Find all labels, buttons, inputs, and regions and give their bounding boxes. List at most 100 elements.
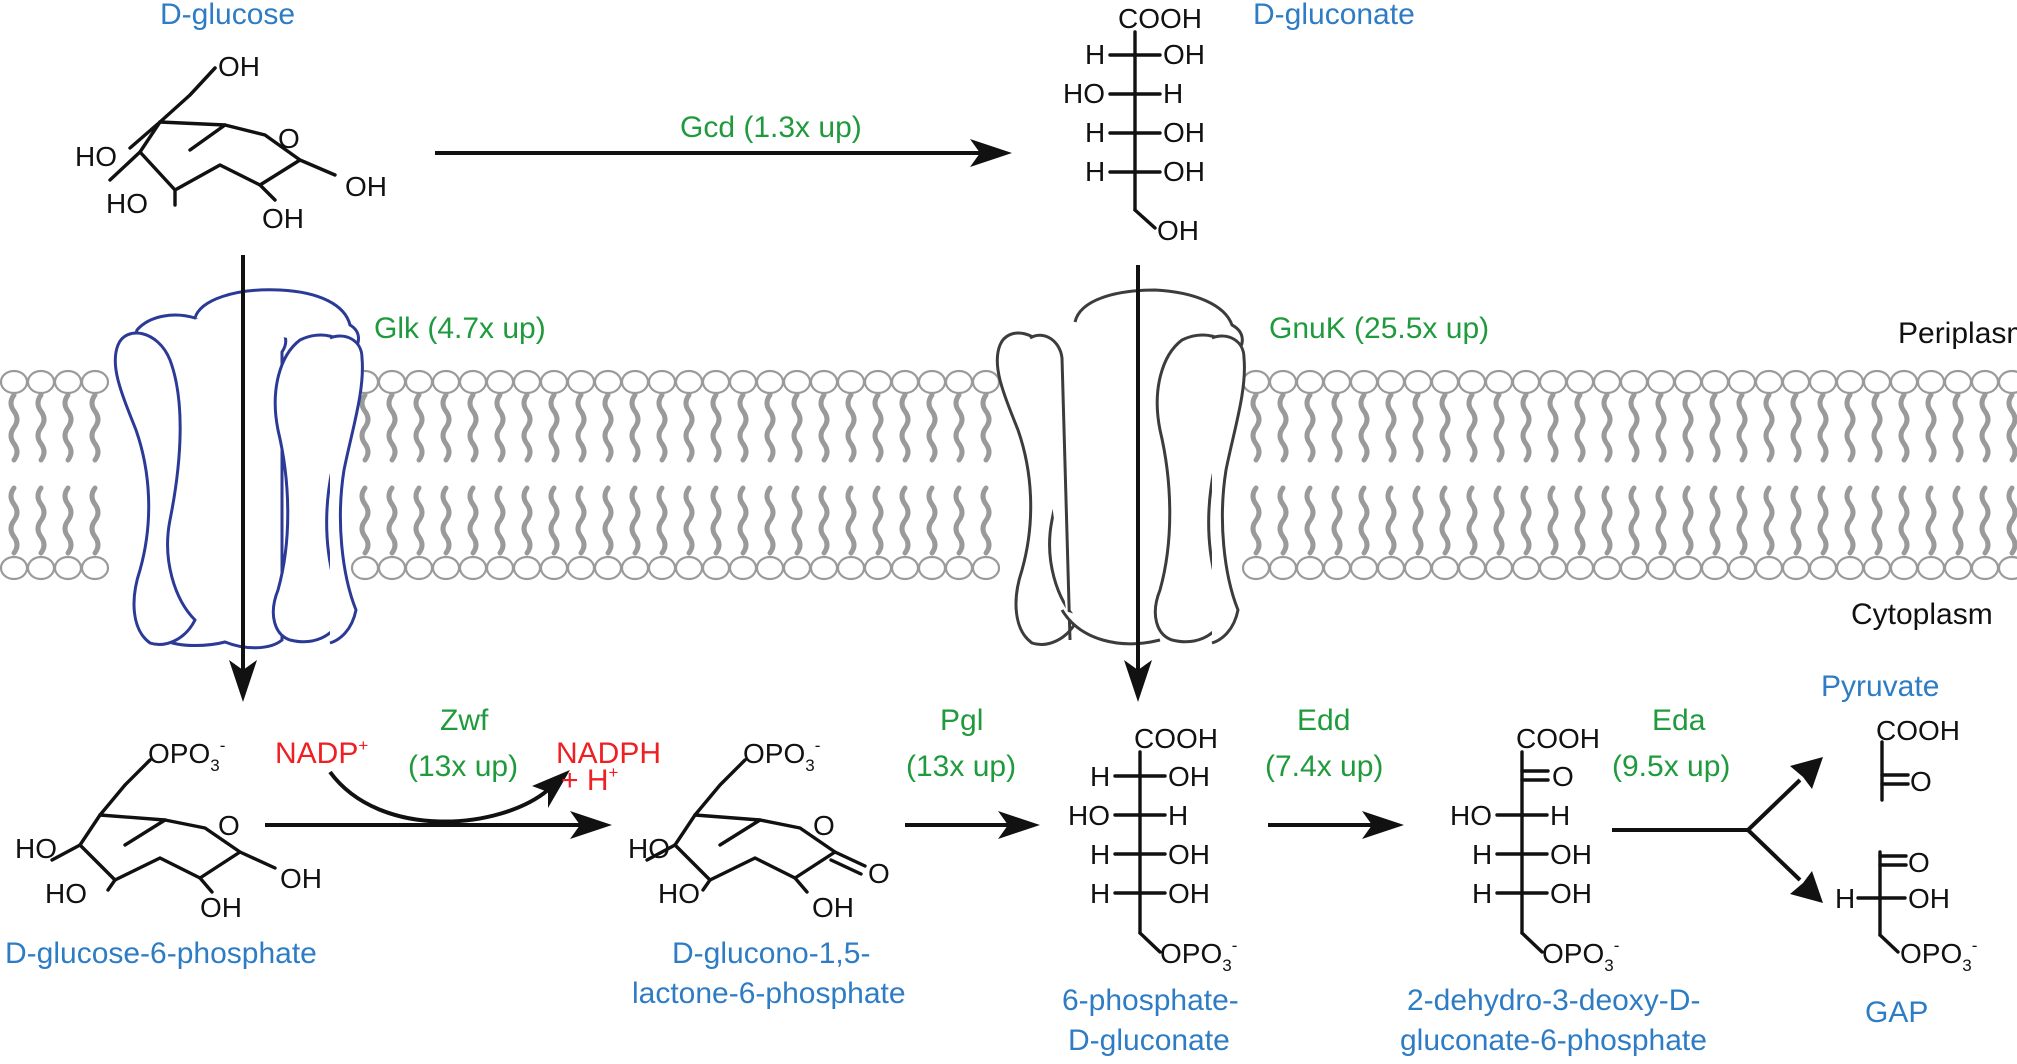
eda-fold-change: (9.5x up) [1612, 750, 1730, 783]
lipid-tail [521, 392, 533, 463]
lipid-head [1430, 369, 1460, 395]
lipid-tail [791, 392, 803, 463]
lipid-head [647, 555, 677, 581]
lipid-tail [656, 392, 668, 463]
lipid-tail [980, 392, 992, 463]
lipid-tail [1601, 392, 1613, 463]
lipid-tail [845, 485, 857, 556]
lipid-head [1727, 369, 1757, 395]
lipid-tail [953, 485, 965, 556]
lipid-tail [1736, 392, 1748, 463]
lipid-tail [1412, 485, 1424, 556]
edd-fold-change: (7.4x up) [1265, 750, 1383, 783]
lipid-tail [872, 392, 884, 463]
nadp-charge: + [358, 736, 368, 755]
lipid-head [1268, 369, 1298, 395]
gluconate-transport-arrow [1124, 265, 1152, 702]
atom-charge: - [1614, 936, 1620, 955]
lipid-tail [1520, 485, 1532, 556]
lipid-head [1322, 555, 1352, 581]
lipid-head [593, 555, 623, 581]
atom-oh: OH [812, 892, 854, 923]
atom-h: H [1550, 800, 1570, 831]
lipid-head [0, 369, 29, 395]
lipid-tail [467, 485, 479, 556]
atom-oh: OH [1550, 878, 1592, 909]
lipid-tail [1709, 485, 1721, 556]
lipid-tail [926, 392, 938, 463]
lipid-tail [1601, 485, 1613, 556]
lipid-tail [710, 392, 722, 463]
cytoplasm-label: Cytoplasm [1851, 598, 1993, 631]
lipid-tail [1439, 392, 1451, 463]
lipid-tail [1952, 485, 1964, 556]
pyruvate-label: Pyruvate [1821, 670, 1939, 703]
lipid-head [1673, 555, 1703, 581]
lipid-tail [1763, 392, 1775, 463]
atom-ho: HO [75, 141, 117, 172]
lactone-label-line2: lactone-6-phosphate [632, 977, 906, 1010]
atom-oh: OH [1163, 117, 1205, 148]
lipid-head [728, 555, 758, 581]
lipid-head [1538, 369, 1568, 395]
lipid-head [1646, 369, 1676, 395]
d-gluconate-label: D-gluconate [1253, 0, 1415, 31]
lipid-tail [1682, 485, 1694, 556]
lipid-tail [629, 485, 641, 556]
lipid-tail [818, 392, 830, 463]
atom-oh: OH [1163, 39, 1205, 70]
lipid-head [1430, 555, 1460, 581]
atom-cooh: COOH [1118, 3, 1202, 34]
lipid-head [1673, 369, 1703, 395]
atom-oh: OH [1908, 883, 1950, 914]
lipid-head [1943, 555, 1973, 581]
lipid-head [1970, 369, 2000, 395]
lipid-tail [1871, 392, 1883, 463]
lipid-tail [1466, 392, 1478, 463]
atom-h: H [1090, 839, 1110, 870]
lipid-tail [8, 392, 20, 463]
lipid-head [539, 555, 569, 581]
lipid-head [431, 555, 461, 581]
atom-ho: HO [1063, 78, 1105, 109]
lipid-head [809, 369, 839, 395]
lipid-head [80, 369, 110, 395]
lipid-tail [1655, 485, 1667, 556]
lipid-head [971, 369, 1001, 395]
lipid-head [539, 369, 569, 395]
lipid-tail [845, 392, 857, 463]
lipid-head [53, 555, 83, 581]
atom-ho: HO [628, 833, 670, 864]
gluconate-transporter [995, 288, 1246, 646]
lipid-tail [1952, 392, 1964, 463]
eda-arrow [1612, 757, 1823, 903]
lipid-tail [62, 485, 74, 556]
lipid-tail [575, 392, 587, 463]
eda-enzyme-name: Eda [1652, 704, 1706, 737]
lipid-head [917, 369, 947, 395]
lipid-tail [602, 485, 614, 556]
lipid-head [26, 555, 56, 581]
pyruvate-structure: COOH O [1876, 715, 1960, 802]
atom-carbonyl-o: O [1552, 761, 1574, 792]
atom-charge: - [1232, 936, 1238, 955]
lipid-head [890, 555, 920, 581]
lipid-tail [1817, 485, 1829, 556]
lipid-head [1565, 369, 1595, 395]
lipid-head [1349, 555, 1379, 581]
lactone-structure: OPO3- O HO HO OH O [628, 736, 890, 923]
g6p-structure: OPO3- O HO HO OH OH [15, 736, 322, 923]
lipid-tail [1925, 392, 1937, 463]
h-plus-base: + H [561, 764, 609, 797]
lipid-head [1808, 555, 1838, 581]
lipid-tail [899, 485, 911, 556]
atom-h: H [1168, 800, 1188, 831]
lipid-head [728, 369, 758, 395]
lipid-head [836, 369, 866, 395]
lipid-head [1403, 369, 1433, 395]
lipid-tail [1709, 392, 1721, 463]
kdpg-structure: COOH O HO H H OH H OH OPO3- [1450, 723, 1619, 975]
atom-oh: OH [218, 51, 260, 82]
lipid-tail [359, 392, 371, 463]
